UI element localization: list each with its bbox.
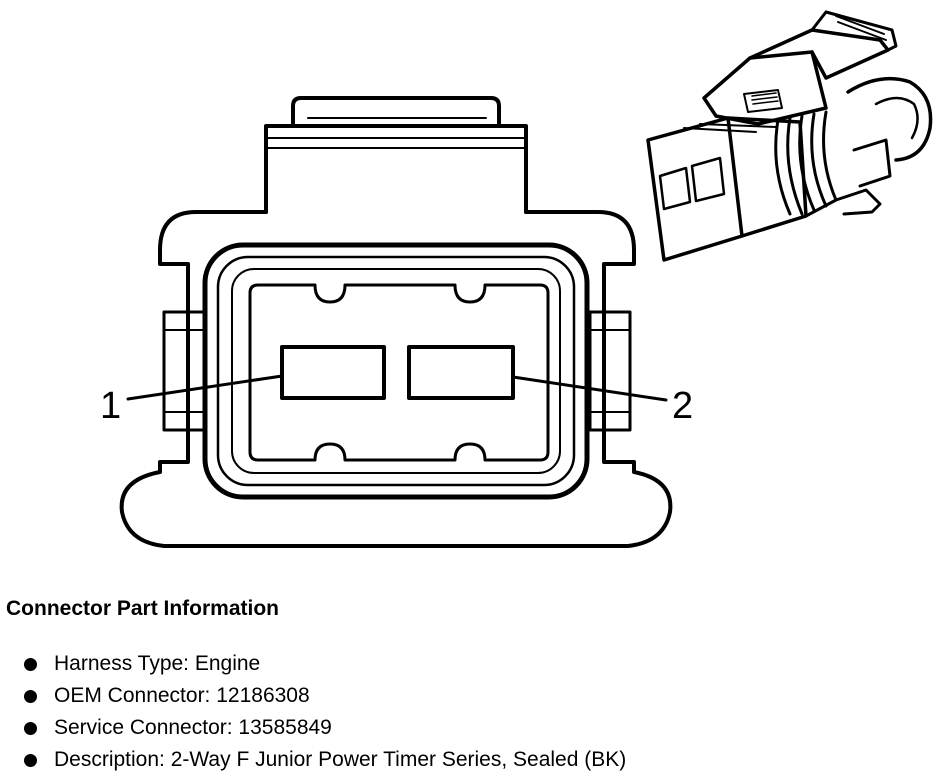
bullet-icon: [24, 658, 37, 671]
terminal-cavity-1: [280, 345, 386, 400]
list-item: Service Connector: 13585849: [0, 714, 626, 746]
pin-label-1: 1: [100, 385, 121, 427]
connector-isometric-view: [646, 10, 933, 262]
terminal-cavity-2: [407, 345, 515, 400]
pin-label-2: 2: [672, 385, 693, 427]
description-text: Description: 2-Way F Junior Power Timer …: [54, 748, 627, 771]
left-side-rib: [162, 310, 206, 432]
list-item: OEM Connector: 12186308: [0, 682, 626, 714]
list-item: Description: 2-Way F Junior Power Timer …: [0, 746, 626, 778]
pin-2-leader-line: [511, 375, 668, 402]
bullet-icon: [24, 690, 37, 703]
harness-type-text: Harness Type: Engine: [54, 652, 261, 675]
middle-seal-ring: [216, 255, 576, 487]
connector-housing-outline: [119, 210, 673, 548]
connector-part-info-title: Connector Part Information: [6, 597, 280, 620]
latch-tab: [264, 96, 528, 214]
pin-1-leader-line: [126, 374, 284, 401]
outer-seal-ring: [202, 242, 590, 500]
bullet-icon: [24, 754, 37, 767]
terminal-cavity-wall: [248, 283, 550, 462]
oem-connector-text: OEM Connector: 12186308: [54, 684, 310, 707]
right-side-rib: [588, 310, 632, 432]
service-connector-text: Service Connector: 13585849: [54, 716, 332, 739]
connector-face-diagram: 1 2: [100, 10, 933, 548]
list-item: Harness Type: Engine: [0, 650, 626, 682]
inner-seal-ring: [231, 268, 561, 474]
bullet-icon: [24, 722, 37, 735]
connector-part-info-list: Harness Type: Engine OEM Connector: 1218…: [0, 650, 626, 778]
connector-face-view: [119, 96, 673, 548]
